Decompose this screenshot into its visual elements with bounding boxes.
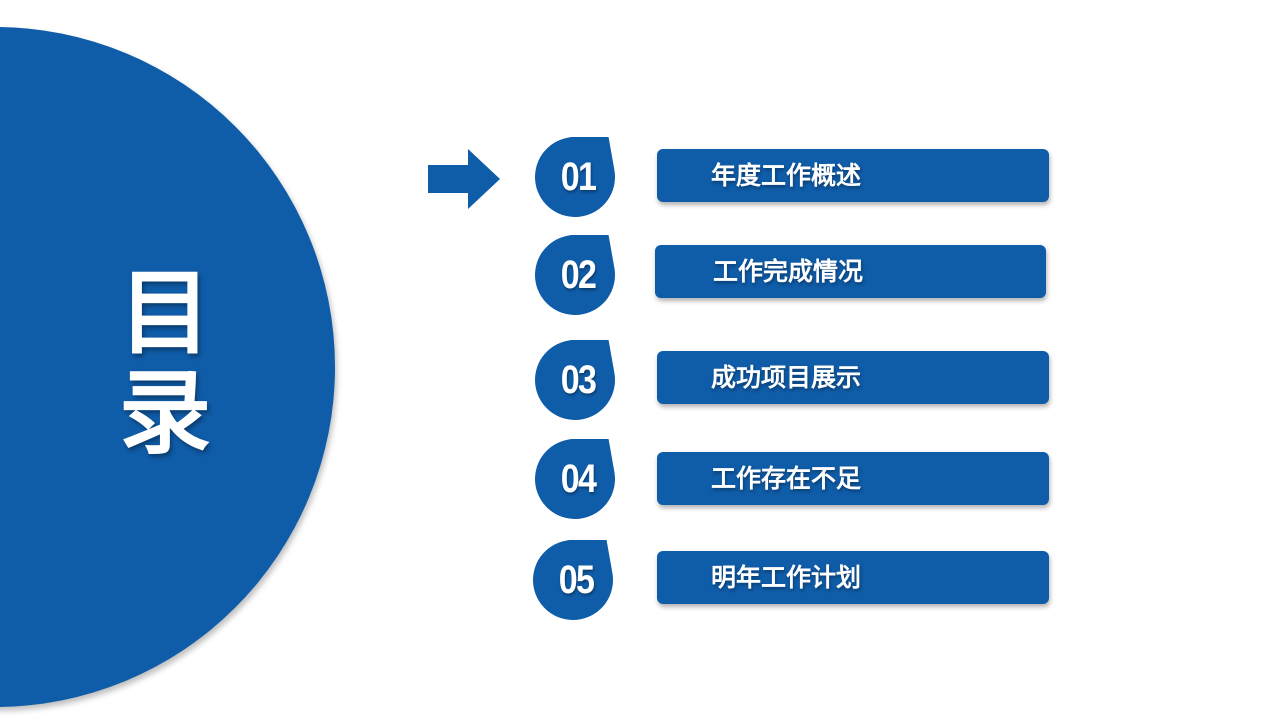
- toc-item-2[interactable]: 工作完成情况: [655, 245, 1046, 298]
- toc-item-label: 年度工作概述: [711, 161, 862, 190]
- item-number: 04: [560, 457, 597, 501]
- toc-item-label: 工作完成情况: [713, 257, 864, 286]
- toc-title-char-1: 目: [118, 260, 211, 367]
- teardrop-badge-icon: [535, 439, 615, 519]
- toc-item-label: 明年工作计划: [711, 563, 862, 592]
- number-badge-02: 02: [535, 235, 615, 315]
- teardrop-badge-icon: [535, 137, 615, 217]
- item-number: 02: [560, 253, 597, 297]
- right-arrow-icon: [428, 149, 500, 209]
- item-number: 03: [560, 358, 597, 402]
- number-badge-03: 03: [535, 340, 615, 420]
- teardrop-badge-icon: [535, 235, 615, 315]
- item-number: 05: [558, 558, 595, 602]
- toc-item-label: 工作存在不足: [711, 464, 862, 493]
- toc-title-char-2: 录: [118, 360, 211, 467]
- number-badge-01: 01: [535, 137, 615, 217]
- item-number: 01: [560, 155, 597, 199]
- teardrop-badge-icon: [533, 540, 613, 620]
- toc-item-4[interactable]: 工作存在不足: [657, 452, 1049, 505]
- number-badge-04: 04: [535, 439, 615, 519]
- toc-item-3[interactable]: 成功项目展示: [657, 351, 1049, 404]
- number-badge-05: 05: [533, 540, 613, 620]
- toc-item-5[interactable]: 明年工作计划: [657, 551, 1049, 604]
- toc-item-label: 成功项目展示: [711, 363, 862, 392]
- teardrop-badge-icon: [535, 340, 615, 420]
- toc-item-1[interactable]: 年度工作概述: [657, 149, 1049, 202]
